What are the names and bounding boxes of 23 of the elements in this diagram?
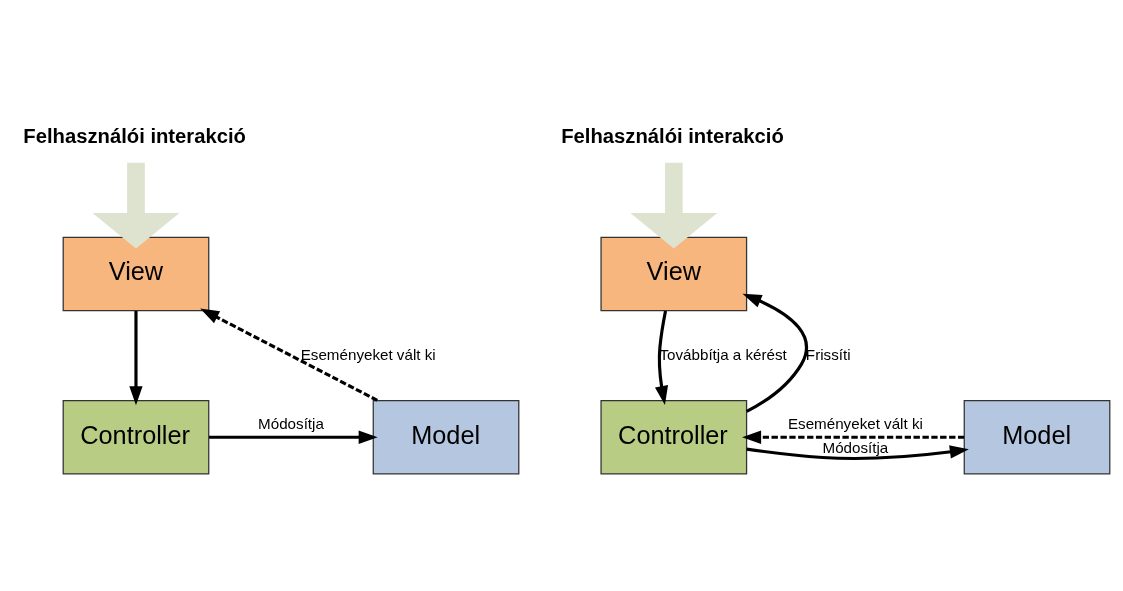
node-box: Controller <box>600 399 748 475</box>
arrow <box>654 310 669 406</box>
node-box: View <box>600 236 748 312</box>
edge-label: Továbbítja a kérést <box>659 345 787 363</box>
node-text: Felhasználói interakció <box>23 125 246 148</box>
edge-label: Módosítja <box>822 439 889 457</box>
arrow <box>129 310 143 406</box>
arrow <box>742 430 965 444</box>
node-box: Model <box>963 399 1111 475</box>
edge-label: Eseményeket vált ki <box>300 345 436 363</box>
arrow <box>746 445 969 461</box>
node-text: Felhasználói interakció <box>561 125 784 148</box>
arrow <box>742 293 808 413</box>
edge-label: Módosítja <box>258 415 324 433</box>
arrow <box>209 430 378 444</box>
node-box: Controller <box>62 399 210 475</box>
arrow <box>630 162 718 249</box>
arrow <box>200 308 378 402</box>
node-box: View <box>62 236 210 312</box>
edge-label: Eseményeket vált ki <box>787 415 923 433</box>
edge-label: Frissíti <box>805 345 851 363</box>
arrow <box>92 162 180 249</box>
node-box: Model <box>372 399 520 475</box>
